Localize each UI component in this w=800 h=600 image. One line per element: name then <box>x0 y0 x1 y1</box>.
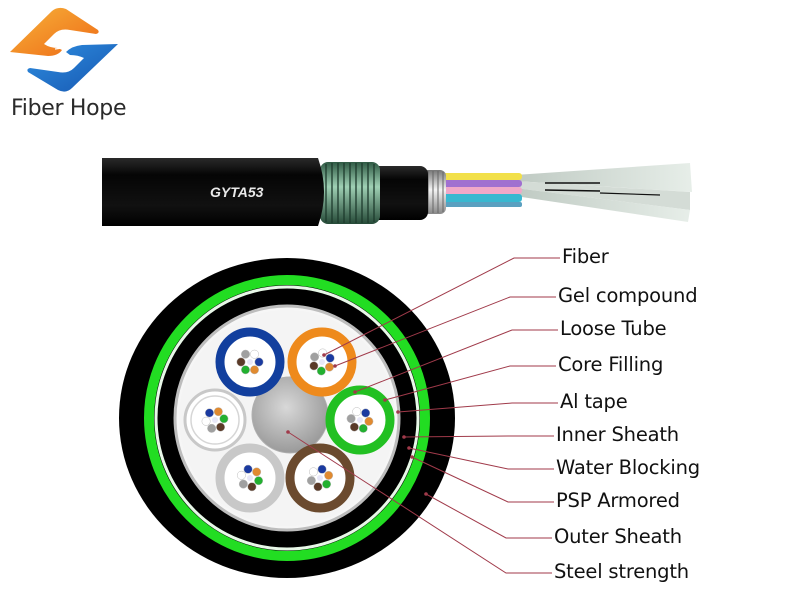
layer-label-fiber: Fiber <box>562 245 609 268</box>
leader-dot <box>286 430 290 434</box>
layer-label-al-tape: Al tape <box>560 390 628 413</box>
leader-line <box>411 456 554 503</box>
fiber <box>254 357 264 367</box>
fiber <box>243 464 253 474</box>
leader-dot <box>396 410 400 414</box>
layer-label-outer-sheath: Outer Sheath <box>554 525 682 548</box>
leader-line <box>425 493 552 539</box>
loose-tube-group <box>183 327 395 513</box>
fiber <box>364 416 374 426</box>
leader-dot <box>333 364 337 368</box>
leader-line <box>287 431 552 574</box>
layer-label-loose-tube: Loose Tube <box>560 317 667 340</box>
layer-label-gel-compound: Gel compound <box>558 284 698 307</box>
fiber <box>238 479 248 489</box>
fiber <box>236 470 246 480</box>
layer-label-psp-armored: PSP Armored <box>556 489 680 512</box>
fiber <box>241 365 250 375</box>
cable-side-view: GYTA53 <box>102 158 692 226</box>
fiber-hope-logo <box>10 7 118 92</box>
leader-line <box>408 447 554 470</box>
blue-tube <box>215 327 285 397</box>
fiber <box>308 467 318 477</box>
orange-tube <box>287 327 357 397</box>
spark-icon <box>54 40 69 50</box>
inner-sheath-side <box>370 166 428 220</box>
fiber <box>322 479 332 489</box>
fiber <box>213 407 223 417</box>
leader-line <box>397 402 558 413</box>
layer-label-inner-sheath: Inner Sheath <box>556 423 679 446</box>
leader-dot <box>383 398 387 402</box>
fiber <box>346 414 356 424</box>
brand-name: Fiber Hope <box>11 96 127 121</box>
cable-model-label: GYTA53 <box>210 184 264 200</box>
fiber <box>316 366 326 376</box>
leader-line <box>334 296 556 367</box>
leader-line <box>323 257 560 356</box>
white-tube <box>183 388 247 452</box>
fiber <box>349 422 359 432</box>
fiber <box>247 482 257 492</box>
cable-cross-section <box>119 258 455 578</box>
fiber <box>254 476 264 486</box>
fiber <box>317 464 327 474</box>
layer-label-water-blocking: Water Blocking <box>556 456 700 479</box>
fiber <box>216 422 226 432</box>
fiber <box>361 408 371 418</box>
fiber <box>201 416 211 426</box>
layer-label-steel-strength: Steel strength <box>554 560 689 583</box>
grey-tube <box>215 443 285 513</box>
fiber <box>310 352 320 362</box>
fiber <box>236 357 246 367</box>
water-blocking-ring <box>154 285 420 551</box>
fiber <box>219 414 229 424</box>
logo-blue-shape <box>27 44 118 92</box>
fiber <box>358 423 368 433</box>
leader-dot <box>407 446 411 450</box>
outer-sheath-side <box>102 158 324 226</box>
fiber <box>252 467 262 477</box>
leader-line <box>384 365 556 401</box>
fiber <box>309 361 319 371</box>
leader-dot <box>322 353 326 357</box>
green-tube <box>325 385 395 455</box>
brown-tube <box>285 443 355 513</box>
psp-armor-ring <box>144 275 430 561</box>
fiber <box>250 349 259 359</box>
fiber <box>207 423 217 433</box>
fiber <box>306 476 316 486</box>
leader-dot <box>353 390 357 394</box>
fiber <box>324 470 334 480</box>
fiber <box>324 362 334 372</box>
leader-line <box>354 329 558 393</box>
leader-dot <box>402 435 406 439</box>
fiber <box>250 365 259 375</box>
leader-dot <box>410 455 414 459</box>
psp-armor-side <box>320 162 380 224</box>
layer-label-core-filling: Core Filling <box>558 353 664 376</box>
fiber <box>325 353 335 363</box>
fiber <box>352 407 362 417</box>
leader-lines <box>286 257 560 574</box>
leader-dot <box>424 492 428 496</box>
leader-line <box>403 435 554 438</box>
inner-sheath-ring <box>159 290 415 546</box>
loose-tubes-side <box>440 173 522 207</box>
fiber <box>241 349 250 359</box>
fiber-strands <box>515 163 692 222</box>
fiber <box>204 408 214 418</box>
logo-orange-shape <box>10 7 99 56</box>
fiber <box>313 482 323 492</box>
